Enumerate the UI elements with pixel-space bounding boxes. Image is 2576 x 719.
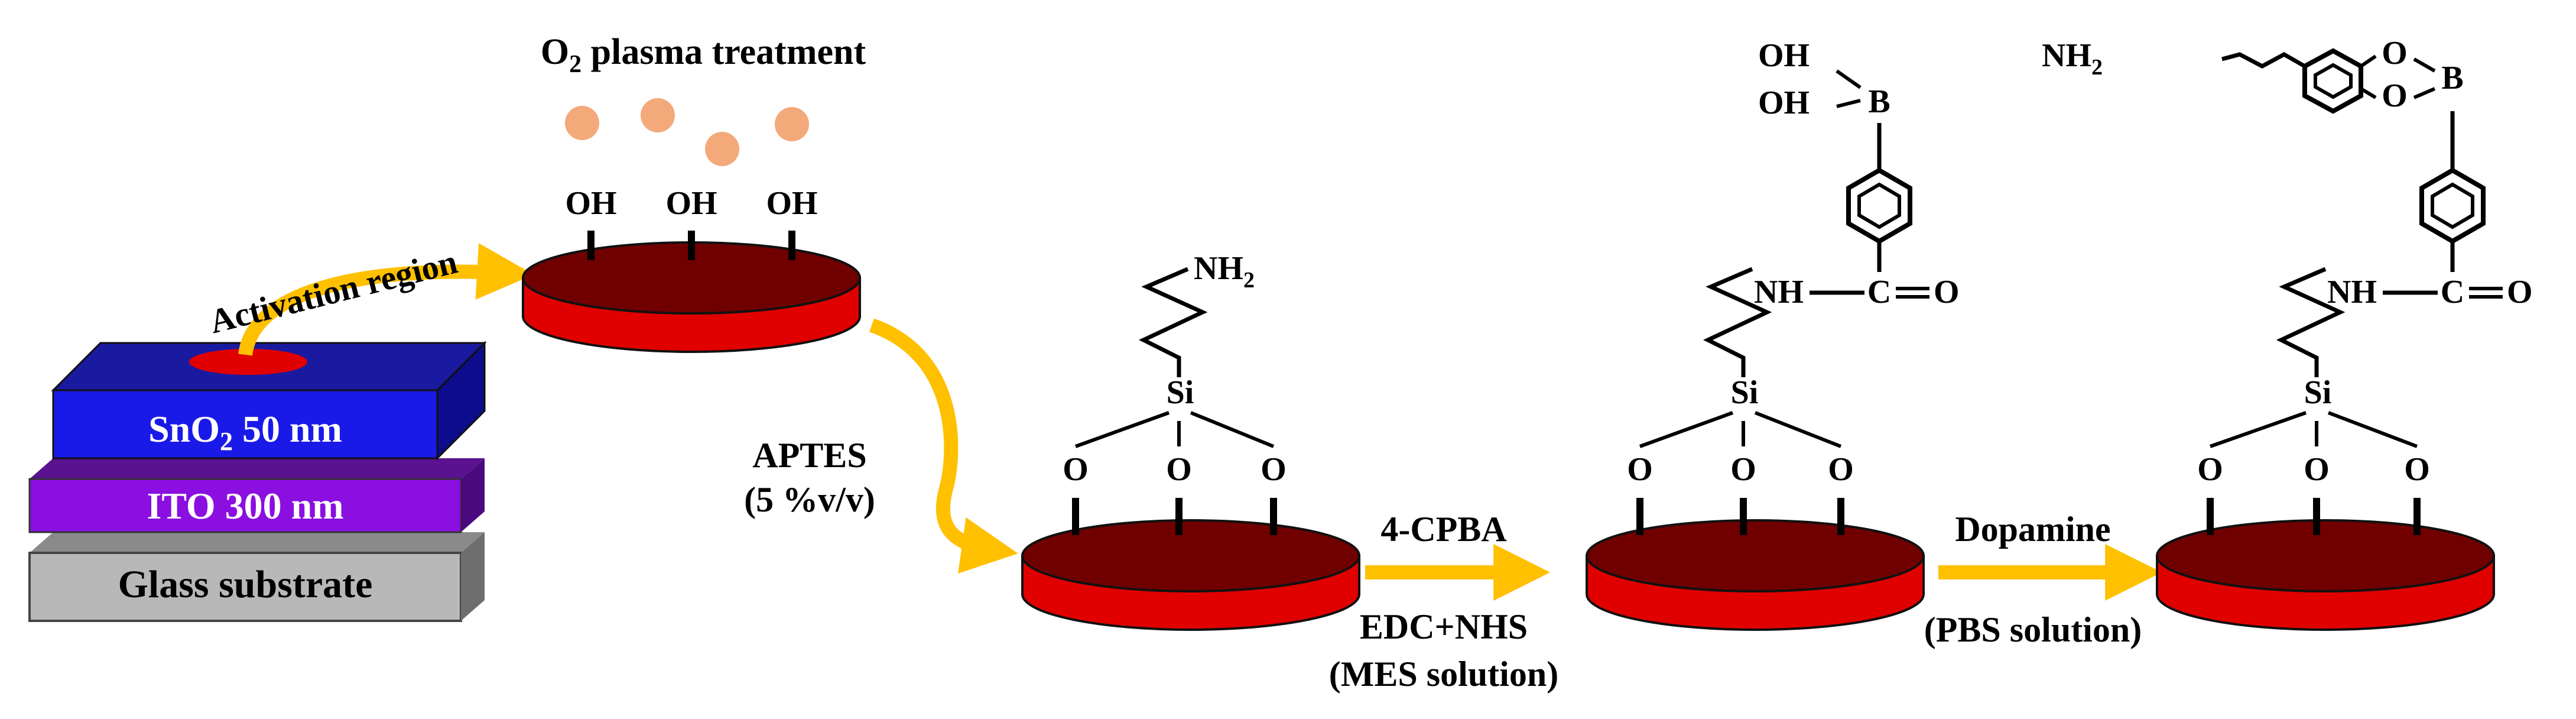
hydroxyl-label: OH xyxy=(1758,85,1810,121)
aptes-arrow xyxy=(869,318,1018,574)
oxygen-label: O xyxy=(1828,451,1854,488)
silicon-label: Si xyxy=(2304,374,2332,411)
oxygen-label: O xyxy=(2304,451,2330,488)
plasma-particle xyxy=(641,98,675,132)
plasma-particle xyxy=(565,106,599,140)
boron-label: B xyxy=(2441,60,2463,96)
glass-layer: Glass substrate xyxy=(28,532,485,622)
propyl-chain xyxy=(1138,267,1208,377)
activation-region-label: Activation region xyxy=(206,242,461,341)
oxygen-label: O xyxy=(1627,451,1653,488)
oxygen-label: O xyxy=(1166,451,1192,488)
substrate-stack: Glass substrate ITO 300 nm SnO2 50 nm xyxy=(28,341,487,622)
activated-disk: OH OH OH xyxy=(522,185,861,353)
cpba-label: 4-CPBA xyxy=(1380,510,1506,549)
boron-label: B xyxy=(1868,83,1890,120)
propyl-chain xyxy=(2276,267,2346,377)
oxygen-label: O xyxy=(1261,451,1287,488)
ito-label: ITO 300 nm xyxy=(147,485,343,527)
amide-nh-label: NH xyxy=(1754,274,1804,310)
glass-substrate-label: Glass substrate xyxy=(118,563,373,606)
dopamine-disk: O O O Si NH C O B O O NH2 xyxy=(2042,35,2533,631)
plasma-title: O2 plasma treatment xyxy=(541,32,866,78)
aptes-disk: O O O Si NH2 xyxy=(1021,250,1360,631)
hydroxyl-label: OH xyxy=(1758,37,1810,74)
amide-nh-label: NH xyxy=(2327,274,2377,310)
carbonyl-carbon-label: C xyxy=(2441,274,2464,310)
aptes-concentration-label: (5 %v/v) xyxy=(744,480,875,519)
cpba-disk: O O O Si NH C O B OH OH xyxy=(1586,37,1960,631)
ester-oxygen-label: O xyxy=(2382,35,2408,72)
hydroxyl-label: OH xyxy=(665,185,717,222)
dopamine-label: Dopamine xyxy=(1955,510,2110,549)
ethyl-chain xyxy=(2221,51,2306,69)
dopamine-amine-label: NH2 xyxy=(2042,37,2103,80)
carbonyl-carbon-label: C xyxy=(1867,274,1891,310)
silicon-label: Si xyxy=(1731,374,1759,411)
edc-nhs-label: EDC+NHS xyxy=(1360,607,1528,646)
hydroxyl-label: OH xyxy=(565,185,616,222)
hydroxyl-label: OH xyxy=(766,185,817,222)
sno2-label: SnO2 50 nm xyxy=(148,408,342,456)
aptes-label: APTES xyxy=(752,436,866,475)
sno2-layer: SnO2 50 nm xyxy=(51,341,487,461)
oxygen-label: O xyxy=(2197,451,2223,488)
carbonyl-oxygen-label: O xyxy=(2507,274,2533,310)
oxygen-label: O xyxy=(1063,451,1089,488)
ito-layer: ITO 300 nm xyxy=(28,458,485,533)
propyl-chain xyxy=(1703,267,1772,377)
mes-solution-label: (MES solution) xyxy=(1329,655,1558,694)
silicon-label: Si xyxy=(1167,374,1194,411)
pbs-solution-label: (PBS solution) xyxy=(1924,610,2142,649)
amine-label: NH2 xyxy=(1194,250,1255,293)
activation-arrow xyxy=(238,243,534,357)
ester-oxygen-label: O xyxy=(2382,77,2408,114)
plasma-particle xyxy=(705,132,739,166)
oxygen-label: O xyxy=(1730,451,1756,488)
oxygen-label: O xyxy=(2404,451,2430,488)
carbonyl-oxygen-label: O xyxy=(1934,274,1960,310)
activation-spot xyxy=(189,349,307,375)
plasma-particle xyxy=(775,107,809,141)
